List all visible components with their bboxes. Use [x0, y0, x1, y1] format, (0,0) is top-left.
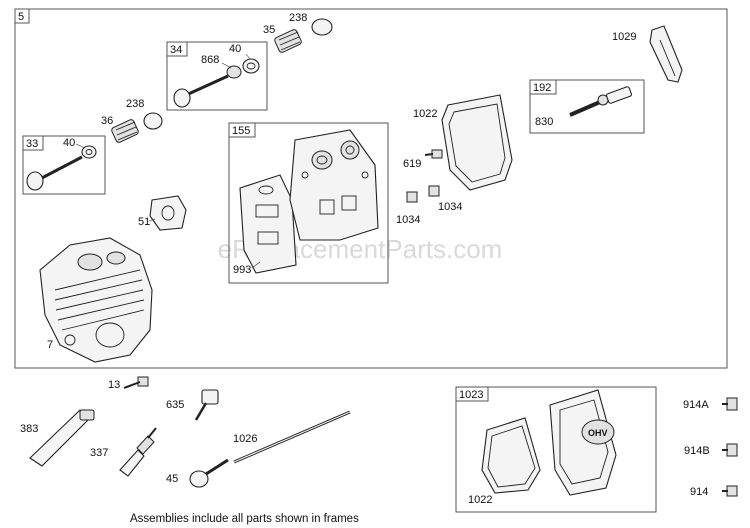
label-40-lower: 40: [63, 137, 75, 149]
valve-cover-ohv: [549, 389, 617, 496]
label-1022-top: 1022: [413, 108, 437, 120]
frame-34-label: 34: [170, 44, 182, 56]
label-830: 830: [535, 116, 553, 128]
label-13: 13: [108, 379, 120, 391]
intake-gasket-51: [149, 195, 187, 231]
gasket-155-frame: [228, 122, 389, 284]
label-45: 45: [166, 473, 178, 485]
screw-914A: [722, 397, 738, 411]
frame-33-label: 33: [26, 138, 38, 150]
valve-spring-36: [111, 119, 139, 143]
label-383: 383: [20, 423, 38, 435]
label-40-top: 40: [229, 43, 241, 55]
valve-retainer-40-top: [242, 58, 260, 74]
screw-914B: [722, 443, 738, 457]
footer-note: Assemblies include all parts shown in fr…: [130, 513, 359, 525]
exhaust-valve: [26, 155, 83, 191]
label-337: 337: [90, 447, 108, 459]
label-914B: 914B: [684, 445, 710, 457]
frame-5-label: 5: [18, 11, 24, 23]
valve-retainer-40-lower: [81, 145, 97, 159]
cover-gasket-1022: [441, 94, 513, 191]
screw-619: [424, 149, 443, 159]
frame-192-label: 192: [533, 82, 551, 94]
label-51: 51: [138, 216, 150, 228]
breather-tube: [569, 86, 632, 117]
breather-192-frame: [529, 79, 645, 134]
screw-635: [194, 389, 219, 421]
screw-914: [722, 485, 738, 497]
label-36: 36: [101, 115, 113, 127]
bolt-13: [123, 376, 149, 389]
nut-1034-b: [428, 185, 440, 197]
frame-tag-box: [14, 8, 30, 24]
frame-155-label: 155: [232, 125, 250, 137]
main-assembly-frame: [14, 8, 728, 369]
ohv-logo-text: OHV: [588, 428, 608, 438]
label-238-top: 238: [289, 12, 307, 24]
valve-34-frame: [166, 41, 268, 111]
valve-33-frame: [22, 135, 106, 195]
label-35: 35: [263, 24, 275, 36]
cover-gasket-1022-lower: [481, 417, 541, 494]
label-868: 868: [201, 54, 219, 66]
label-1029: 1029: [612, 31, 636, 43]
label-1026: 1026: [233, 433, 257, 445]
label-914: 914: [690, 486, 708, 498]
spark-plug-337: [119, 427, 157, 477]
label-7: 7: [47, 339, 53, 351]
bracket-1029: [649, 25, 683, 83]
head-gasket-set: [239, 129, 379, 274]
intake-valve: [173, 74, 229, 108]
label-1034-b: 1034: [438, 201, 462, 213]
nut-1034-a: [406, 191, 418, 203]
valve-cap-238: [311, 18, 333, 36]
cover-1023-frame: [455, 386, 657, 513]
valve-keeper-868: [226, 65, 242, 79]
label-619: 619: [403, 158, 421, 170]
label-993: 993: [233, 264, 251, 276]
label-238-lower: 238: [126, 98, 144, 110]
frame-1023-label: 1023: [459, 389, 483, 401]
label-635: 635: [166, 399, 184, 411]
tappet-45: [189, 458, 229, 488]
label-1022-lower: 1022: [468, 494, 492, 506]
valve-spring-35: [274, 29, 302, 53]
spark-plug-wrench-383: [29, 409, 95, 467]
label-914A: 914A: [683, 399, 709, 411]
cylinder-head-7: [39, 237, 153, 363]
valve-cap-238-lower: [143, 112, 163, 130]
label-1034-a: 1034: [396, 214, 420, 226]
